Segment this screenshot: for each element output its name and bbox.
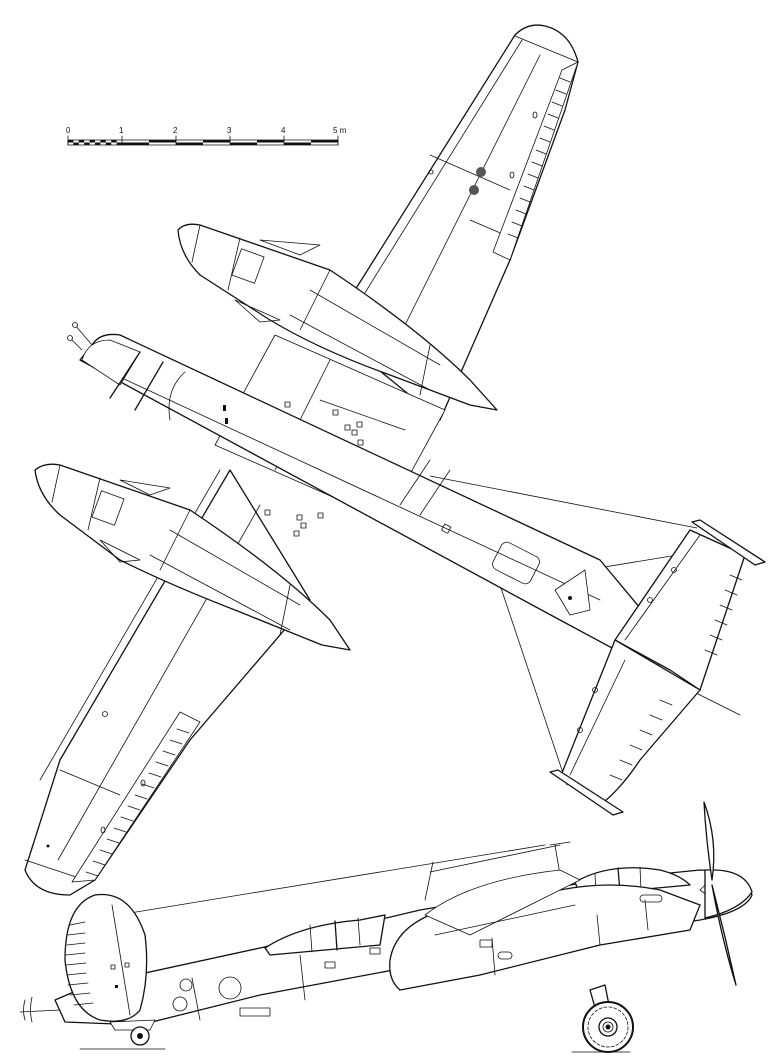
- antenna-wire-side: [74, 844, 546, 923]
- antenna-wire: [429, 475, 698, 529]
- top-view: [24, 24, 766, 896]
- fuel-cap-icon: [476, 167, 486, 177]
- lower-engine-nacelle: [34, 463, 351, 651]
- engine-nacelle-side: [389, 884, 701, 991]
- scale-bar: [67, 135, 339, 146]
- scale-tick-4: 4: [281, 126, 286, 135]
- wing-side: [424, 869, 581, 936]
- horizontal-tail-top: [549, 519, 766, 816]
- scale-tick-1: 1: [119, 126, 124, 135]
- rear-canopy: [264, 914, 386, 956]
- fuselage-top: [67, 322, 741, 716]
- scale-tick-3: 3: [227, 126, 232, 135]
- tail-fin-side: [64, 893, 148, 1022]
- fin-endplate-bottom: [549, 769, 624, 816]
- fin-endplate-top: [691, 519, 766, 566]
- upper-engine-nacelle: [177, 223, 498, 411]
- side-view: [19, 801, 753, 1053]
- propeller-blade-bottom: [711, 884, 737, 986]
- scale-tick-5: 5 m: [333, 126, 347, 135]
- scale-tick-0: 0: [66, 126, 71, 135]
- scale-tick-2: 2: [173, 126, 178, 135]
- propeller-blade-top: [703, 801, 715, 881]
